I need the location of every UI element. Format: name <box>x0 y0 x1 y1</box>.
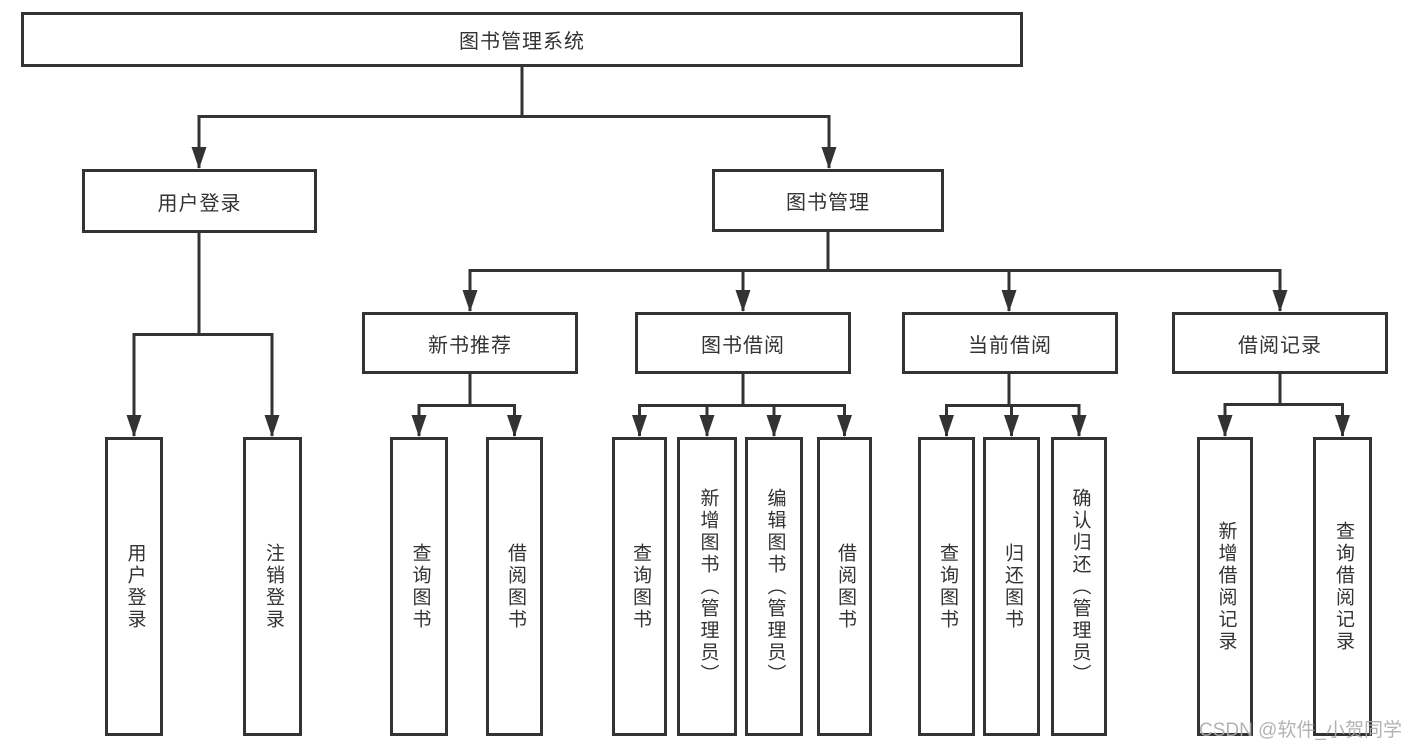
leaf-query-books-recommend: 查询图书 <box>390 437 448 736</box>
node-root-system: 图书管理系统 <box>21 12 1023 67</box>
leaf-query-books-borrow: 查询图书 <box>612 437 667 736</box>
node-borrow-records: 借阅记录 <box>1172 312 1388 374</box>
node-current-borrow: 当前借阅 <box>902 312 1118 374</box>
node-user-login: 用户登录 <box>82 169 317 233</box>
leaf-edit-books-admin: 编辑图书（管理员） <box>745 437 803 736</box>
leaf-return-books: 归还图书 <box>983 437 1040 736</box>
leaf-add-books-admin: 新增图书（管理员） <box>677 437 737 736</box>
leaf-user-login: 用户登录 <box>105 437 163 736</box>
node-book-borrow: 图书借阅 <box>635 312 851 374</box>
leaf-borrow-books: 借阅图书 <box>817 437 872 736</box>
leaf-query-borrow-record: 查询借阅记录 <box>1313 437 1372 736</box>
leaf-logout: 注销登录 <box>243 437 302 736</box>
leaf-add-borrow-record: 新增借阅记录 <box>1197 437 1253 736</box>
leaf-confirm-return-admin: 确认归还（管理员） <box>1051 437 1107 736</box>
node-new-book-recommend: 新书推荐 <box>362 312 578 374</box>
node-book-management: 图书管理 <box>712 169 944 232</box>
leaf-query-books-current: 查询图书 <box>918 437 975 736</box>
leaf-borrow-books-recommend: 借阅图书 <box>486 437 543 736</box>
csdn-watermark: CSDN @软件_小贺同学 <box>1199 720 1402 741</box>
